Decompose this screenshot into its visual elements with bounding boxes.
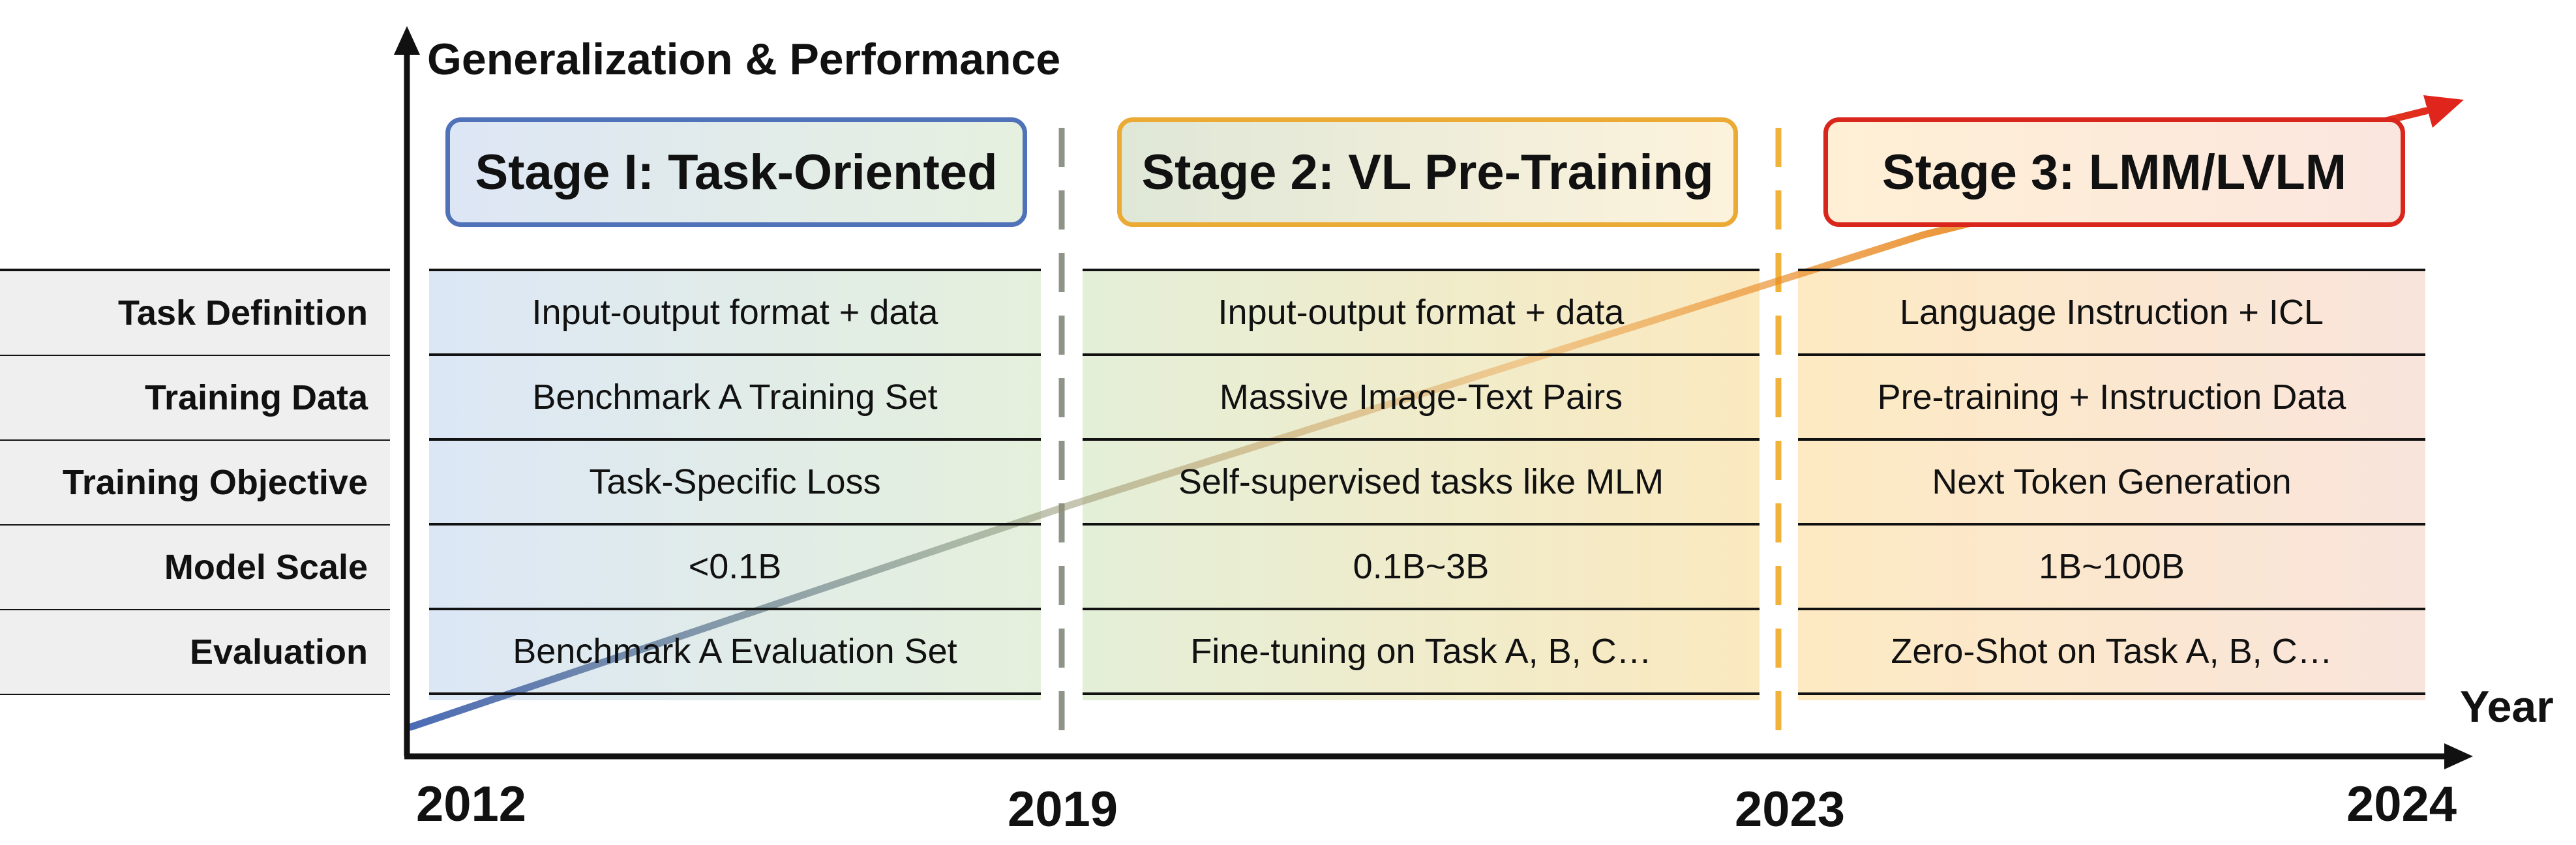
row-rule (1798, 353, 2425, 356)
table-cell: Benchmark A Training Set (532, 378, 938, 417)
column-2-fill (1083, 270, 1760, 700)
table-cell: Zero-Shot on Task A, B, C… (1891, 632, 2333, 671)
y-axis-title: Generalization & Performance (427, 35, 1061, 84)
table-cell: Fine-tuning on Task A, B, C… (1190, 632, 1652, 671)
stage-2-box: Stage 2: VL Pre-Training (1117, 117, 1738, 227)
row-rule (0, 523, 390, 526)
row-rule (1798, 608, 2425, 610)
table-cell: Massive Image-Text Pairs (1219, 378, 1623, 417)
row-rule (429, 353, 1041, 356)
row-rule (1083, 608, 1760, 610)
table-cell: Benchmark A Evaluation Set (513, 632, 957, 671)
row-label-task-definition: Task Definition (0, 271, 390, 355)
table-cell: Input-output format + data (1218, 293, 1625, 332)
column-1-fill (429, 270, 1041, 700)
row-label-model-scale: Model Scale (0, 526, 390, 609)
stage-3-box: Stage 3: LMM/LVLM (1823, 117, 2405, 227)
table-cell: Language Instruction + ICL (1900, 293, 2324, 332)
row-rule (0, 608, 390, 610)
row-rule (429, 608, 1041, 610)
table-cell: Input-output format + data (532, 293, 938, 332)
year-label: 2023 (1735, 782, 1846, 837)
row-label-training-objective: Training Objective (0, 441, 390, 524)
row-label-evaluation: Evaluation (0, 610, 390, 694)
row-label-training-data: Training Data (0, 356, 390, 439)
row-rule (0, 692, 390, 695)
row-rule (429, 438, 1041, 441)
table-cell: Pre-training + Instruction Data (1877, 378, 2346, 417)
trend-arrowhead (2423, 95, 2464, 128)
stage-title: Stage 2: VL Pre-Training (1141, 144, 1714, 200)
row-rule (1083, 692, 1760, 695)
row-rule (1083, 438, 1760, 441)
table-cell: Next Token Generation (1932, 462, 2292, 501)
y-axis-arrowhead (394, 26, 420, 55)
row-rule (429, 269, 1041, 271)
row-rule (0, 438, 390, 441)
row-rule (1798, 692, 2425, 695)
table-cell: <0.1B (688, 547, 782, 586)
column-3-fill (1798, 270, 2425, 700)
row-rule (1798, 438, 2425, 441)
table-cell: 1B~100B (2039, 547, 2185, 586)
row-rule (1083, 353, 1760, 356)
row-rule (429, 692, 1041, 695)
row-rule (1798, 269, 2425, 271)
year-label: 2019 (1008, 782, 1118, 837)
stage-1-box: Stage I: Task-Oriented (445, 117, 1027, 227)
table-cell: Self-supervised tasks like MLM (1178, 462, 1664, 501)
row-rule (1798, 523, 2425, 526)
stage-title: Stage 3: LMM/LVLM (1881, 144, 2347, 200)
row-rule (0, 353, 390, 356)
x-axis-title: Year (2460, 682, 2554, 732)
row-rule (429, 523, 1041, 526)
row-rule (1083, 523, 1760, 526)
year-label: 2012 (416, 777, 527, 832)
row-rule (1083, 269, 1760, 271)
table-cell: 0.1B~3B (1353, 547, 1490, 586)
x-axis-arrowhead (2444, 743, 2473, 769)
stage-title: Stage I: Task-Oriented (475, 144, 998, 200)
year-label: 2024 (2346, 777, 2457, 832)
row-rule (0, 269, 390, 271)
table-cell: Task-Specific Loss (589, 462, 881, 501)
